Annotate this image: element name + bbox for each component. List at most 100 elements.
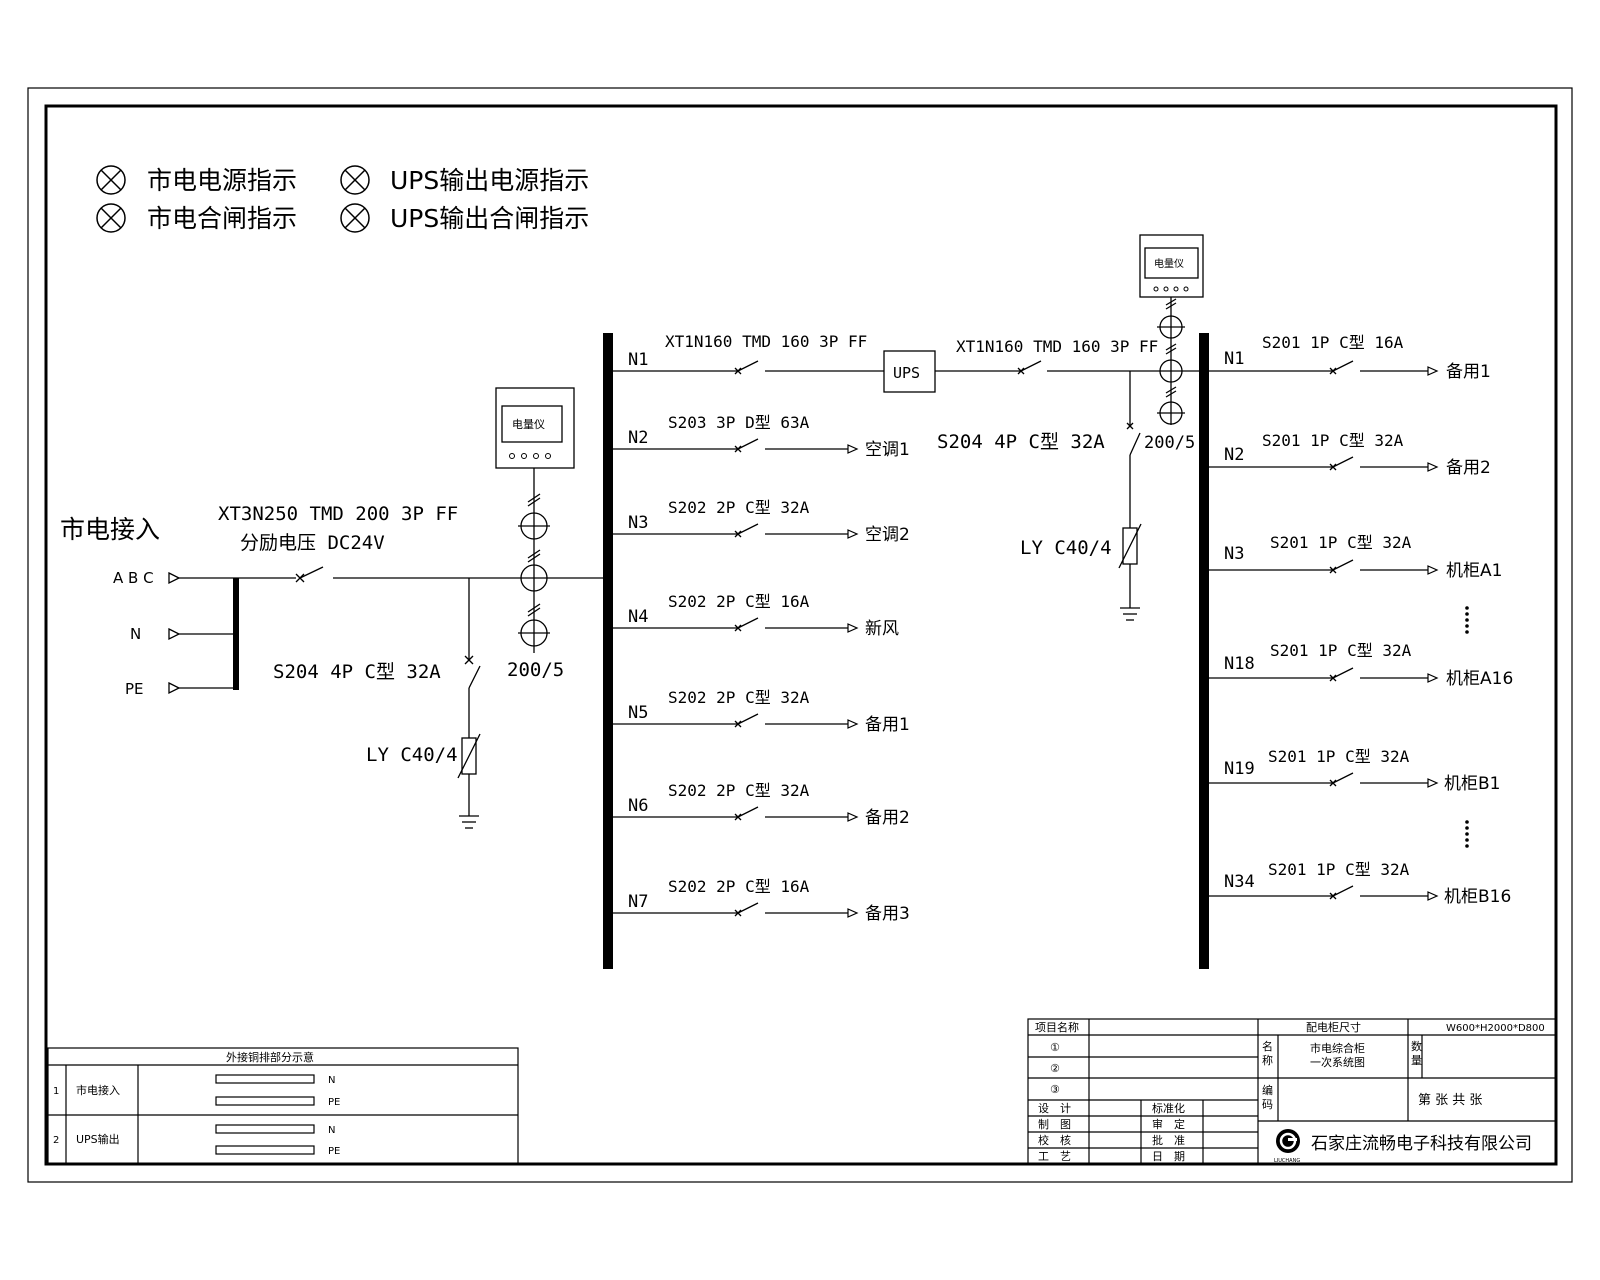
- ground-icon: [1120, 607, 1140, 621]
- size-value: W600*H2000*D800: [1446, 1023, 1545, 1034]
- spd-breaker-label: S204 4P C型 32A: [937, 431, 1105, 453]
- ups-label: UPS: [893, 364, 920, 382]
- name-label: 名: [1262, 1039, 1273, 1053]
- feeder-row: N3 S202 2P C型 32A 空调2: [613, 498, 910, 545]
- role-label: 日 期: [1152, 1150, 1185, 1163]
- right-feeders: N1 S201 1P C型 16A 备用1 N2 S201 1P C型 32A …: [1209, 333, 1513, 907]
- arrow-icon: [847, 812, 859, 822]
- feeder-id: N1: [1224, 349, 1244, 369]
- feeder-id: N4: [628, 607, 648, 627]
- feeder-id: N6: [628, 796, 648, 816]
- busbar-row-no: 1: [53, 1086, 59, 1097]
- feeder-row: N34 S201 1P C型 32A 机柜B16: [1209, 860, 1511, 907]
- role-label: 制 图: [1038, 1118, 1071, 1131]
- feeder-load: 备用2: [865, 808, 910, 828]
- code-label: 码: [1262, 1098, 1273, 1111]
- feeder-row: N2 S201 1P C型 32A 备用2: [1209, 431, 1491, 478]
- busbar-row-name: 市电接入: [76, 1083, 120, 1097]
- feeder-row: N3 S201 1P C型 32A 机柜A1: [1209, 533, 1502, 581]
- breaker-symbol-icon: [1126, 422, 1141, 456]
- ups-section: UPS XT1N160 TMD 160 3P FF 电量仪 200/5: [883, 234, 1204, 621]
- ct-ratio-label: 200/5: [1144, 433, 1195, 453]
- arrow-icon: [1427, 891, 1439, 901]
- incoming-busbar: [233, 578, 239, 690]
- arrow-icon: [847, 444, 859, 454]
- current-transformer-icon: [1157, 298, 1185, 425]
- busbar-row-no: 2: [53, 1135, 59, 1146]
- arrow-icon: [1427, 778, 1439, 788]
- breaker-symbol-icon: [734, 523, 759, 538]
- company-name: 石家庄流畅电子科技有限公司: [1311, 1134, 1532, 1154]
- phase-label-n: N: [130, 625, 141, 643]
- current-transformer-icon: [518, 493, 550, 647]
- feeder-load: 机柜A1: [1446, 561, 1502, 581]
- role-label: 校 核: [1038, 1133, 1071, 1147]
- outer-frame: [27, 87, 1573, 1183]
- legend-label: UPS输出电源指示: [390, 166, 589, 195]
- feeder-breaker: S201 1P C型 16A: [1262, 333, 1404, 352]
- phase-label-abc: A B C: [113, 569, 154, 587]
- breaker-symbol-icon: [1329, 559, 1354, 574]
- feeder-breaker: S201 1P C型 32A: [1268, 860, 1410, 879]
- qty-label: 数: [1411, 1040, 1422, 1053]
- breaker-symbol-icon: [1017, 360, 1042, 375]
- main-breaker-label: XT3N250 TMD 200 3P FF: [218, 503, 458, 525]
- feeder-id: N34: [1224, 872, 1255, 892]
- breaker-symbol-icon: [1329, 456, 1354, 471]
- busbar-label: PE: [328, 1097, 340, 1108]
- breaker-symbol-icon: [1329, 885, 1354, 900]
- project-row: ①: [1050, 1041, 1060, 1054]
- surge-arrester-icon: [1118, 523, 1142, 569]
- shunt-trip-label: 分励电压 DC24V: [240, 532, 385, 554]
- feeder-breaker: S201 1P C型 32A: [1270, 641, 1412, 660]
- feeder-load: 新风: [865, 619, 899, 639]
- feeder-load: 机柜B16: [1444, 887, 1511, 907]
- company-logo-icon: LIUCHANG: [1274, 1129, 1300, 1164]
- feeder-load: 备用2: [1446, 458, 1491, 478]
- feeder-row: N1 XT1N160 TMD 160 3P FF: [613, 332, 884, 375]
- feeder-id: N2: [1224, 445, 1244, 465]
- ups-output-breaker-label: XT1N160 TMD 160 3P FF: [956, 337, 1158, 356]
- arrow-icon: [1427, 565, 1439, 575]
- feeder-id: N3: [1224, 544, 1244, 564]
- feeder-breaker: S202 2P C型 16A: [668, 877, 810, 896]
- incoming-title: 市电接入: [60, 515, 160, 544]
- feeder-load: 机柜B1: [1444, 774, 1500, 794]
- feeder-row: N6 S202 2P C型 32A 备用2: [613, 781, 910, 828]
- arrow-icon: [1427, 673, 1439, 683]
- project-label: 项目名称: [1035, 1020, 1079, 1034]
- role-label: 设 计: [1038, 1102, 1071, 1115]
- name-value-1: 市电综合柜: [1310, 1041, 1365, 1055]
- feeder-id: N19: [1224, 759, 1255, 779]
- breaker-symbol-icon: [734, 806, 759, 821]
- busbar-table-title: 外接铜排部分示意: [226, 1050, 314, 1064]
- inner-frame: [44, 104, 1558, 1166]
- feeder-row: N4 S202 2P C型 16A 新风: [613, 592, 899, 639]
- arrow-icon: [847, 908, 859, 918]
- feeder-id: N2: [628, 428, 648, 448]
- feeder-id: N5: [628, 703, 648, 723]
- power-meter: 电量仪: [1139, 234, 1204, 298]
- arrow-icon: [1427, 366, 1439, 376]
- sheet-count: 第 张 共 张: [1418, 1093, 1482, 1108]
- incoming-section: 市电接入 A B C N PE XT3N250 TMD 200 3P FF 分励…: [60, 387, 605, 829]
- spd-label: LY C40/4: [366, 744, 458, 766]
- role-label: 工 艺: [1038, 1150, 1071, 1163]
- role-label: 标准化: [1152, 1101, 1185, 1115]
- ups-box: [883, 350, 936, 393]
- breaker-symbol-icon: [295, 566, 324, 583]
- code-label: 编: [1262, 1083, 1273, 1097]
- right-busbar: [1199, 333, 1209, 969]
- legend-label: UPS输出合闸指示: [390, 204, 589, 233]
- arrow-icon: [847, 719, 859, 729]
- surge-arrester-icon: [457, 733, 481, 779]
- feeder-load: 空调2: [865, 525, 910, 545]
- feeder-load: 备用3: [865, 904, 910, 924]
- phase-label-pe: PE: [125, 680, 144, 698]
- ground-icon: [459, 810, 479, 829]
- spd-label: LY C40/4: [1020, 537, 1112, 559]
- feeder-breaker: S202 2P C型 32A: [668, 781, 810, 800]
- feeder-breaker: S201 1P C型 32A: [1262, 431, 1404, 450]
- feeder-breaker: XT1N160 TMD 160 3P FF: [665, 332, 867, 351]
- feeder-load: 备用1: [865, 715, 910, 735]
